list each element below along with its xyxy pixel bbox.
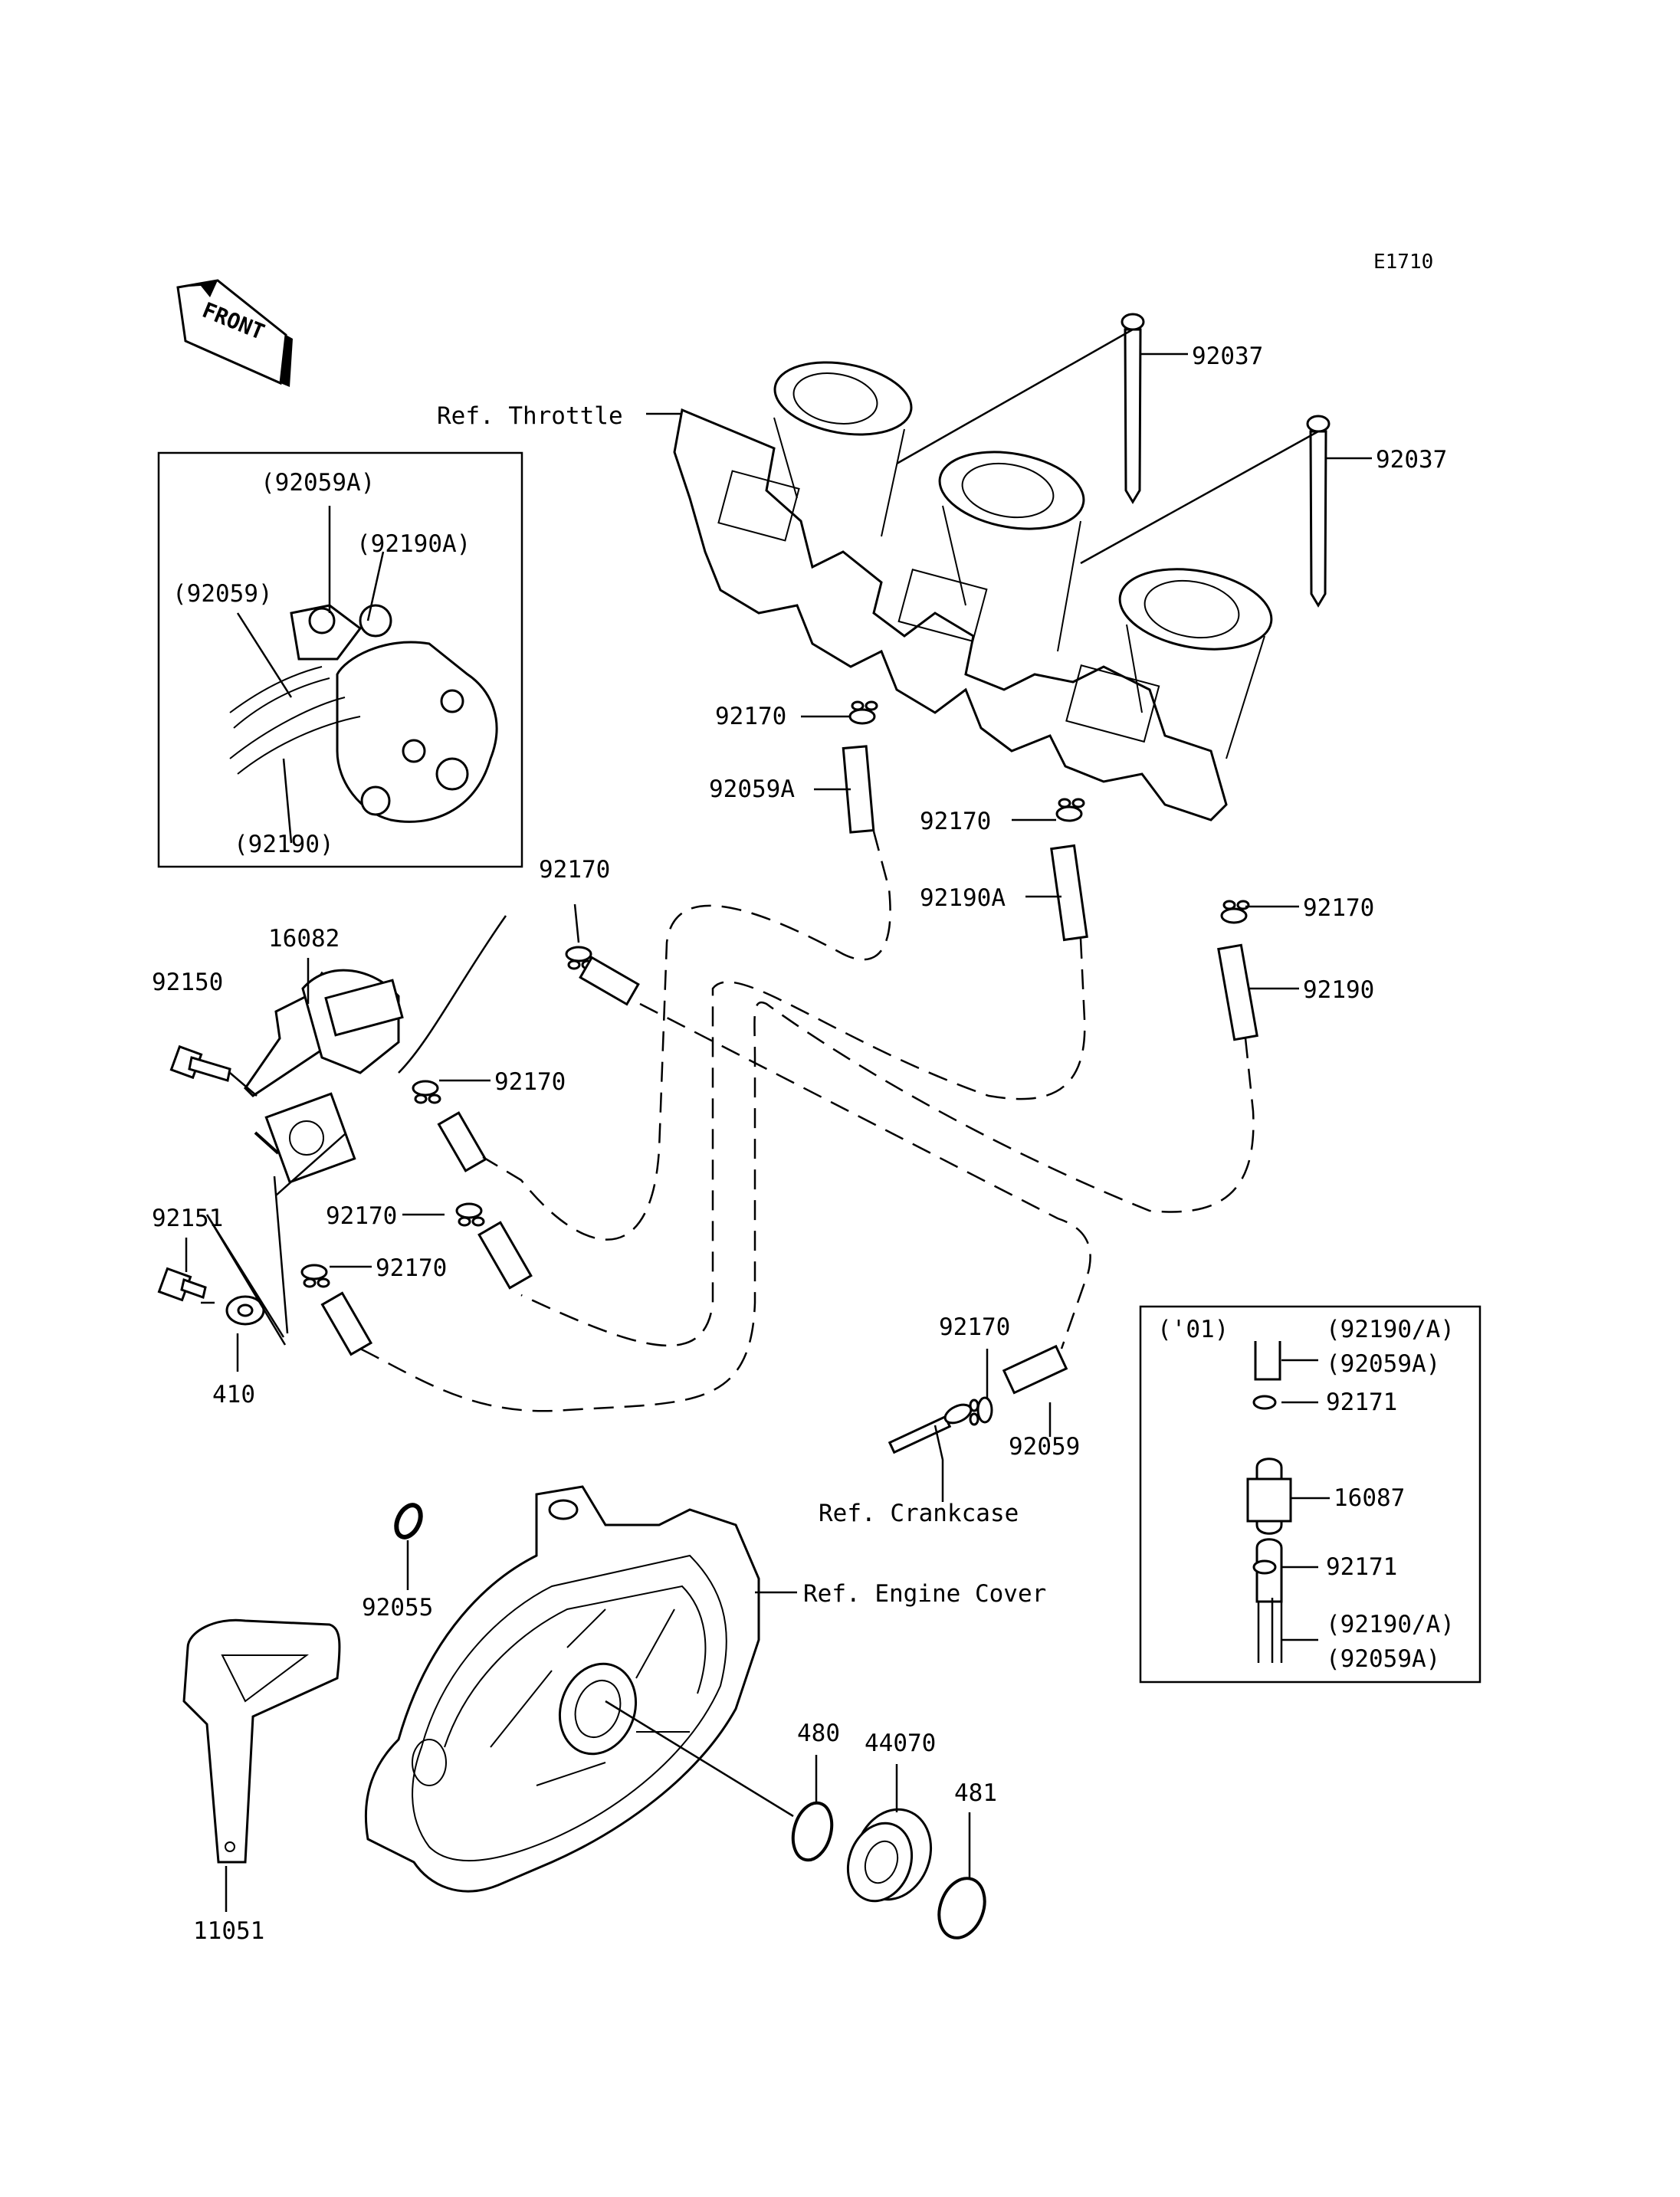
diagram-code: E1710 bbox=[1373, 251, 1433, 274]
inset-01-label-f: (92190/A) bbox=[1326, 1611, 1455, 1638]
label-92170-a: 92170 bbox=[715, 703, 786, 730]
inset-01-year: ('01) bbox=[1157, 1316, 1229, 1343]
label-92170-b: 92170 bbox=[920, 808, 991, 835]
label-ref-throttle: Ref. Throttle bbox=[437, 402, 623, 430]
label-ref-engine-cover: Ref. Engine Cover bbox=[803, 1580, 1046, 1608]
hose-segments bbox=[320, 745, 1258, 1395]
inset-box-01 bbox=[1139, 1305, 1481, 1684]
label-92037-a: 92037 bbox=[1192, 343, 1263, 370]
crankcase-fitting bbox=[888, 1403, 973, 1502]
bracket-11051 bbox=[182, 1618, 341, 1912]
label-92055: 92055 bbox=[362, 1594, 433, 1622]
label-11051: 11051 bbox=[193, 1917, 264, 1945]
inset-label-92190A: (92190A) bbox=[356, 530, 471, 558]
clip-92170-icon bbox=[300, 700, 1250, 1426]
inset-box-top bbox=[157, 451, 523, 868]
bolt-92037-b bbox=[1306, 415, 1331, 608]
label-410: 410 bbox=[212, 1381, 255, 1408]
inset-01-label-b: (92059A) bbox=[1326, 1350, 1440, 1378]
label-92037-b: 92037 bbox=[1376, 446, 1447, 474]
label-92170-h: 92170 bbox=[939, 1313, 1010, 1341]
inset-pump-detail bbox=[229, 506, 498, 844]
hose-route-4 bbox=[639, 1002, 1091, 1349]
inset-label-92059: (92059) bbox=[172, 580, 273, 608]
label-480: 480 bbox=[797, 1720, 840, 1747]
label-16082: 16082 bbox=[268, 925, 340, 953]
label-92151: 92151 bbox=[152, 1205, 223, 1232]
bearing-44070 bbox=[846, 1764, 933, 1903]
label-44070: 44070 bbox=[865, 1730, 936, 1757]
washer-410 bbox=[225, 1295, 265, 1326]
label-92059A: 92059A bbox=[709, 776, 795, 803]
hose-route-1 bbox=[482, 831, 891, 1241]
inset-label-92059A: (92059A) bbox=[261, 469, 375, 497]
front-arrow-icon: FRONT bbox=[176, 279, 293, 387]
label-92170-c: 92170 bbox=[1303, 894, 1374, 922]
label-92190: 92190 bbox=[1303, 976, 1374, 1004]
label-92170-e: 92170 bbox=[494, 1068, 566, 1096]
hose-route-3 bbox=[359, 1002, 1255, 1412]
bolt-92150 bbox=[169, 1044, 231, 1082]
label-92170-d: 92170 bbox=[539, 856, 610, 884]
circlip-480 bbox=[791, 1755, 834, 1862]
hose-route-2 bbox=[520, 938, 1086, 1347]
inset-01-label-d: 16087 bbox=[1334, 1484, 1405, 1512]
label-92190A: 92190A bbox=[920, 884, 1006, 912]
inset-01-label-c: 92171 bbox=[1326, 1389, 1397, 1416]
bolt-92151 bbox=[157, 1267, 207, 1302]
label-481: 481 bbox=[954, 1779, 997, 1807]
label-92150: 92150 bbox=[152, 969, 223, 996]
bolt-92037-a bbox=[1121, 313, 1145, 504]
inset-01-label-a: (92190/A) bbox=[1326, 1316, 1455, 1343]
label-92059: 92059 bbox=[1009, 1433, 1080, 1461]
inset-01-label-e: 92171 bbox=[1326, 1553, 1397, 1581]
label-92170-f: 92170 bbox=[326, 1202, 397, 1230]
oring-92055 bbox=[394, 1503, 423, 1540]
circlip-481 bbox=[937, 1812, 986, 1940]
inset-label-92190: (92190) bbox=[234, 831, 334, 858]
inset-01-label-g: (92059A) bbox=[1326, 1645, 1440, 1673]
label-92170-g: 92170 bbox=[376, 1254, 447, 1282]
label-ref-crankcase: Ref. Crankcase bbox=[819, 1500, 1019, 1527]
engine-cover bbox=[364, 1485, 760, 1893]
oil-pump-16082 bbox=[244, 969, 404, 1184]
throttle-manifold bbox=[673, 361, 1273, 821]
inset-01-parts bbox=[1246, 1341, 1330, 1663]
